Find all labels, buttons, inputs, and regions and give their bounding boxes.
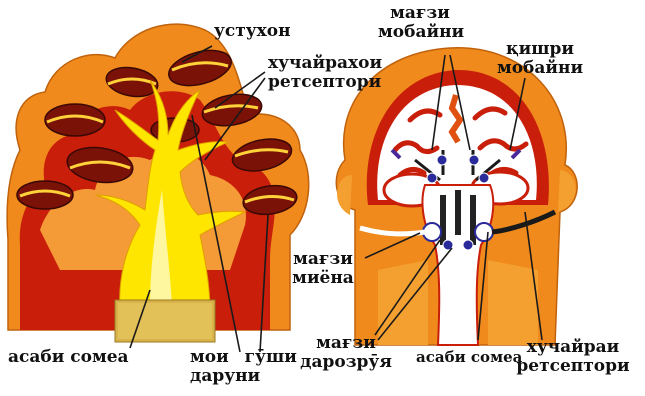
label-hair-cells-line3: даруни <box>190 367 297 386</box>
label-hair-cells: мои гӯши даруни <box>190 348 297 386</box>
label-receptor-cells-left: хучайрахои ретсептори <box>268 54 382 92</box>
label-receptor-cell-right-line2: ретсептори <box>516 357 630 376</box>
nucleus-6 <box>463 240 473 250</box>
label-cortex-line2: мобайни <box>492 59 588 78</box>
label-receptor-cells-left-line1: хучайрахои <box>268 54 382 73</box>
nucleus-4 <box>479 173 489 183</box>
label-cortex-line1: қишри <box>492 40 588 59</box>
label-midbrain-line2: мобайни <box>378 23 462 42</box>
nucleus-1 <box>437 155 447 165</box>
nucleus-3 <box>427 173 437 183</box>
label-nerve-right: асаби сомеа <box>416 348 522 367</box>
label-midbrain: мағзи мобайни <box>378 4 462 42</box>
label-hair-cells-word1: мои <box>190 347 229 367</box>
label-medulla-line1: мағзи <box>288 250 358 269</box>
label-cortex: қишри мобайни <box>492 40 588 78</box>
label-hair-cells-word2: гӯши <box>245 347 297 367</box>
label-hair-cells-line1: мои гӯши <box>190 348 297 367</box>
label-oblongata-line2: дарозрӯя <box>296 353 396 372</box>
label-receptor-cell-right: хучайраи ретсептори <box>516 338 630 376</box>
label-ustukhon: устухон <box>214 22 291 41</box>
label-midbrain-line1: мағзи <box>378 4 462 23</box>
label-medulla-line2: миёна <box>288 269 358 288</box>
left-cochlea <box>423 223 441 241</box>
label-medulla: мағзи миёна <box>288 250 358 288</box>
label-oblongata: мағзи дарозрӯя <box>296 334 396 372</box>
nucleus-2 <box>469 155 479 165</box>
neck <box>378 260 428 345</box>
label-nerve-left: асаби сомеа <box>8 348 129 367</box>
label-oblongata-line1: мағзи <box>296 334 396 353</box>
head-section <box>336 48 577 345</box>
label-receptor-cells-left-line2: ретсептори <box>268 73 382 92</box>
label-receptor-cell-right-line1: хучайраи <box>516 338 630 357</box>
right-cochlea <box>475 223 493 241</box>
